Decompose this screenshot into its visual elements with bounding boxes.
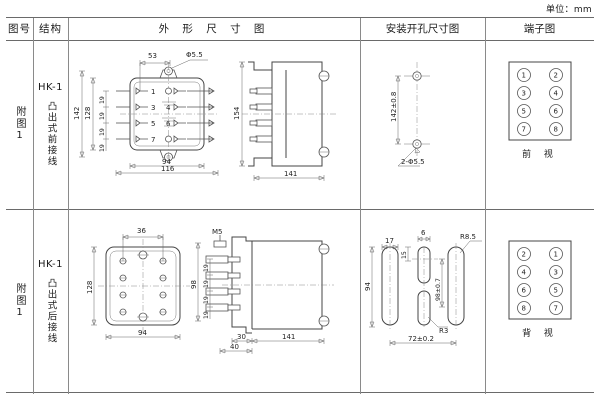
svg-text:7: 7	[522, 126, 526, 134]
svg-text:19: 19	[99, 96, 106, 104]
row2-figure-no-text: 附图1	[14, 283, 25, 320]
svg-text:94: 94	[162, 158, 171, 166]
header-outline: 外 形 尺 寸 图	[158, 23, 270, 35]
row1-outline-drawing: 1 2 3 4 5 6	[68, 40, 360, 209]
dimension-table: 图号 结构 外 形 尺 寸 图 安装开孔尺寸图 端子图 附图1 HK-1 凸出式…	[6, 17, 594, 394]
header-figure-no: 图号	[8, 23, 31, 35]
row1-terminal-view-label: 前 视	[522, 150, 558, 160]
svg-text:Φ5.5: Φ5.5	[186, 51, 203, 59]
svg-text:17: 17	[385, 237, 394, 245]
row1-structure-text: 凸出式前接线	[45, 101, 57, 167]
svg-text:8: 8	[554, 126, 558, 134]
svg-text:19: 19	[203, 280, 210, 288]
svg-text:94: 94	[364, 282, 372, 291]
row2-structure: HK-1 凸出式后接线	[33, 209, 68, 394]
svg-text:128: 128	[84, 107, 92, 120]
row1-model: HK-1	[38, 82, 63, 93]
svg-text:5: 5	[151, 120, 155, 128]
svg-text:98±0.7: 98±0.7	[435, 278, 442, 301]
svg-text:98: 98	[190, 280, 198, 289]
svg-text:94: 94	[138, 329, 147, 337]
svg-text:M5: M5	[212, 228, 223, 236]
svg-text:19: 19	[203, 296, 210, 304]
svg-text:19: 19	[99, 112, 106, 120]
row2-terminal-diagram: 2 1 4 3 6 5 8 7 背 视	[485, 209, 594, 394]
row1-terminal-diagram: 1 2 3 4 5 6 7 8 前 视	[485, 40, 594, 209]
svg-text:154: 154	[233, 106, 241, 120]
row1-structure: HK-1 凸出式前接线	[33, 40, 68, 209]
svg-text:36: 36	[137, 227, 146, 235]
svg-text:4: 4	[554, 90, 559, 98]
svg-text:2: 2	[522, 251, 526, 259]
svg-text:15: 15	[401, 251, 408, 259]
svg-text:7: 7	[151, 136, 155, 144]
column-divider-4	[485, 18, 486, 394]
svg-text:6: 6	[166, 120, 171, 128]
svg-text:19: 19	[99, 128, 106, 136]
row1-figure-no: 附图1	[6, 40, 33, 209]
row2-outline-drawing: 36 128 94	[68, 209, 360, 394]
svg-text:2: 2	[554, 72, 558, 80]
column-divider-2	[68, 18, 69, 394]
svg-text:19: 19	[99, 144, 106, 152]
svg-text:19: 19	[203, 311, 210, 319]
header-structure: 结构	[39, 23, 62, 35]
svg-text:53: 53	[148, 52, 157, 60]
row2-model: HK-1	[38, 259, 63, 270]
svg-text:142±0.8: 142±0.8	[390, 92, 398, 122]
svg-text:7: 7	[554, 305, 558, 313]
header-terminal: 端子图	[523, 23, 556, 35]
svg-text:6: 6	[421, 229, 426, 237]
svg-text:1: 1	[151, 88, 155, 96]
row-divider	[6, 209, 594, 210]
svg-text:142: 142	[73, 107, 81, 120]
svg-text:5: 5	[554, 287, 558, 295]
svg-text:5: 5	[522, 108, 526, 116]
svg-text:3: 3	[554, 269, 558, 277]
svg-text:3: 3	[151, 104, 155, 112]
row2-terminal-view-label: 背 视	[522, 329, 558, 339]
svg-text:4: 4	[522, 269, 527, 277]
svg-text:128: 128	[86, 281, 94, 294]
svg-text:6: 6	[554, 108, 559, 116]
svg-text:8: 8	[522, 305, 526, 313]
svg-text:R3: R3	[439, 327, 448, 335]
svg-text:30: 30	[237, 333, 246, 341]
svg-text:141: 141	[282, 333, 295, 341]
svg-text:1: 1	[554, 251, 558, 259]
svg-text:4: 4	[166, 104, 171, 112]
unit-note: 单位：mm	[545, 5, 592, 15]
column-divider-1	[33, 18, 34, 394]
svg-text:19: 19	[203, 264, 210, 272]
row1-figure-no-text: 附图1	[14, 106, 25, 143]
header-divider	[6, 40, 594, 41]
row2-structure-text: 凸出式后接线	[45, 278, 57, 344]
svg-text:40: 40	[230, 343, 239, 351]
svg-text:3: 3	[522, 90, 526, 98]
svg-text:116: 116	[161, 165, 175, 173]
header-mounting: 安装开孔尺寸图	[385, 23, 460, 35]
svg-text:2-Φ5.5: 2-Φ5.5	[401, 158, 425, 166]
svg-text:72±0.2: 72±0.2	[408, 335, 434, 343]
svg-text:1: 1	[522, 72, 526, 80]
row2-figure-no: 附图1	[6, 209, 33, 394]
svg-text:R8.5: R8.5	[460, 233, 476, 241]
svg-text:6: 6	[522, 287, 527, 295]
column-divider-3	[360, 18, 361, 394]
row1-mounting-drawing: 142±0.8 2-Φ5.5	[360, 40, 485, 209]
row2-mounting-drawing: 17 6 15 94 98±0.7 R8.5	[360, 209, 485, 394]
svg-text:141: 141	[284, 170, 297, 178]
